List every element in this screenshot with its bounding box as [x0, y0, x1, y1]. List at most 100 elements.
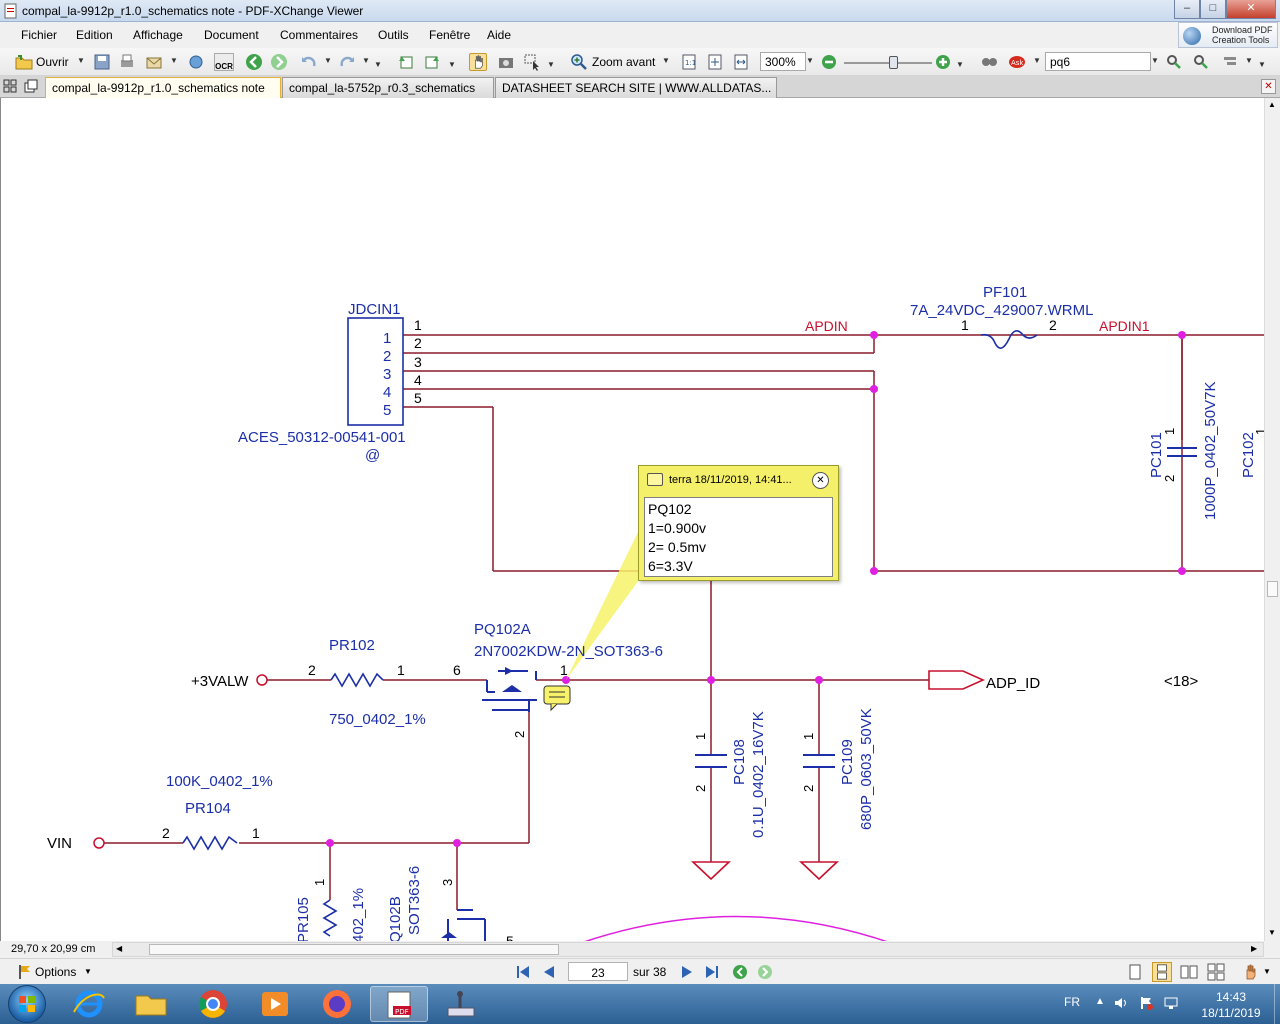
zoom-slider-track[interactable]	[844, 62, 932, 64]
zoom-level-dropdown-arrow[interactable]: ▼	[806, 56, 814, 65]
vertical-scrollbar[interactable]: ▲ ▼	[1264, 98, 1280, 941]
options-flag-icon[interactable]	[17, 964, 31, 980]
note-icon[interactable]	[543, 685, 571, 712]
options-button[interactable]: Options	[35, 965, 77, 979]
print-icon[interactable]	[118, 53, 136, 71]
select-dropdown-arrow[interactable]: ▼	[547, 60, 555, 69]
find-tool-icon[interactable]	[980, 53, 998, 71]
action-center-flag-icon[interactable]	[1138, 995, 1154, 1011]
maximize-button[interactable]: □	[1200, 0, 1226, 19]
select-text-icon[interactable]	[523, 53, 541, 71]
search-dropdown-arrow[interactable]: ▼	[1151, 56, 1159, 65]
open-dropdown-arrow[interactable]: ▼	[77, 56, 85, 65]
zoom-in-icon[interactable]	[570, 53, 588, 71]
redo-icon[interactable]	[338, 53, 356, 71]
fit-width-icon[interactable]	[732, 53, 750, 71]
back-icon[interactable]	[245, 53, 263, 71]
undo-icon[interactable]	[300, 53, 318, 71]
options-dropdown-arrow[interactable]: ▼	[84, 967, 92, 976]
show-desktop-button[interactable]	[1274, 984, 1280, 1024]
scroll-right-arrow[interactable]: ▶	[1251, 944, 1258, 953]
zoom-dropdown-arrow[interactable]: ▼	[662, 56, 670, 65]
taskbar-file-explorer[interactable]	[122, 986, 180, 1022]
clock-date[interactable]: 18/11/2019	[1201, 1006, 1261, 1020]
menu-document[interactable]: Document	[204, 28, 259, 42]
scroll-left-arrow[interactable]: ◀	[116, 944, 123, 953]
actual-size-icon[interactable]: 1:1	[680, 53, 698, 71]
show-hidden-icons-icon[interactable]: ▲	[1095, 996, 1105, 1007]
tab-datasheet-search[interactable]: DATASHEET SEARCH SITE | WWW.ALLDATAS...	[495, 77, 777, 98]
previous-page-icon[interactable]	[541, 964, 557, 980]
taskbar-scanner-app[interactable]	[432, 986, 490, 1022]
find-previous-icon[interactable]	[1165, 53, 1183, 71]
vertical-scroll-thumb[interactable]	[1267, 581, 1278, 597]
taskbar-internet-explorer[interactable]	[60, 986, 118, 1022]
scroll-up-arrow[interactable]: ▲	[1268, 100, 1276, 109]
menu-fenetre[interactable]: Fenêtre	[429, 28, 471, 42]
email-dropdown-arrow[interactable]: ▼	[170, 56, 178, 65]
toolbar-overflow-arrow[interactable]: ▼	[1258, 60, 1266, 69]
fit-page-icon[interactable]	[706, 53, 724, 71]
volume-icon[interactable]	[1113, 995, 1129, 1011]
page-number-input[interactable]	[568, 962, 628, 981]
comment-popup[interactable]: terra 18/11/2019, 14:41... ✕ PQ102 1=0.9…	[638, 465, 839, 581]
zoom-options-dropdown-arrow[interactable]: ▼	[956, 60, 964, 69]
customize-dropdown-arrow[interactable]: ▼	[1245, 56, 1253, 65]
comment-close-icon[interactable]: ✕	[812, 472, 829, 489]
rotate-right-icon[interactable]	[423, 53, 441, 71]
horizontal-scroll-thumb[interactable]	[149, 944, 559, 955]
comment-popup-header[interactable]: terra 18/11/2019, 14:41... ✕	[639, 466, 838, 494]
undo-dropdown-arrow[interactable]: ▼	[324, 56, 332, 65]
back-view-icon[interactable]	[732, 964, 748, 980]
menu-edition[interactable]: Edition	[76, 28, 113, 42]
rotate-left-icon[interactable]	[397, 53, 415, 71]
menu-commentaires[interactable]: Commentaires	[280, 28, 359, 42]
comment-text-area[interactable]: PQ102 1=0.900v 2= 0.5mv 6=3.3V	[644, 497, 833, 577]
customize-toolbar-icon[interactable]	[1221, 53, 1239, 71]
start-button[interactable]	[8, 985, 46, 1023]
adobe-search-icon[interactable]: Ask	[1008, 53, 1026, 71]
clock-time[interactable]: 14:43	[1215, 990, 1247, 1004]
open-folder-icon[interactable]	[15, 53, 33, 71]
zoom-level-input[interactable]	[760, 52, 806, 71]
snapshot-icon[interactable]	[187, 53, 205, 71]
close-tab-icon[interactable]: ✕	[1261, 79, 1276, 94]
forward-icon[interactable]	[270, 53, 288, 71]
menu-affichage[interactable]: Affichage	[133, 28, 183, 42]
menu-outils[interactable]: Outils	[378, 28, 409, 42]
rotate-dropdown-arrow[interactable]: ▼	[448, 60, 456, 69]
document-view[interactable]: JDCIN1 1 2 3 4 5 ACES_50312-00541-001 @ …	[0, 98, 1268, 949]
taskbar-firefox[interactable]	[308, 986, 366, 1022]
redo-dropdown-arrow[interactable]: ▼	[362, 56, 370, 65]
tab-compal-la-9912p[interactable]: compal_la-9912p_r1.0_schematics note	[45, 77, 281, 98]
hand-pointer-icon[interactable]	[1242, 963, 1260, 981]
ocr-button[interactable]: OCR	[214, 53, 234, 71]
taskbar-media-player[interactable]	[246, 986, 304, 1022]
view-dropdown-arrow[interactable]: ▼	[1263, 967, 1271, 976]
hand-tool-icon[interactable]	[469, 53, 487, 71]
first-page-icon[interactable]	[515, 964, 531, 980]
download-pdf-tools-button[interactable]: Download PDF Creation Tools	[1178, 22, 1278, 48]
single-page-view-icon[interactable]	[1127, 963, 1143, 981]
tab-compal-la-5752p[interactable]: compal_la-5752p_r0.3_schematics	[282, 77, 494, 98]
close-button[interactable]: ✕	[1226, 0, 1276, 19]
zoom-slider-thumb[interactable]	[889, 56, 898, 69]
zoom-out-circle-icon[interactable]	[820, 53, 838, 71]
email-icon[interactable]	[145, 53, 163, 71]
tab-cascade-icon[interactable]	[24, 79, 39, 94]
menu-aide[interactable]: Aide	[487, 28, 512, 42]
search-provider-dropdown-arrow[interactable]: ▼	[1033, 56, 1041, 65]
last-page-icon[interactable]	[704, 964, 720, 980]
continuous-view-icon[interactable]	[1152, 962, 1172, 982]
continuous-facing-view-icon[interactable]	[1207, 963, 1225, 981]
minimize-button[interactable]: –	[1174, 0, 1200, 19]
next-page-icon[interactable]	[679, 964, 695, 980]
network-icon[interactable]	[1163, 995, 1179, 1011]
menu-fichier[interactable]: Fichier	[21, 28, 58, 42]
more-dropdown-arrow[interactable]: ▼	[374, 60, 382, 69]
facing-view-icon[interactable]	[1180, 963, 1198, 981]
scroll-down-arrow[interactable]: ▼	[1268, 928, 1276, 937]
taskbar-chrome[interactable]	[184, 986, 242, 1022]
input-language-indicator[interactable]: FR	[1064, 995, 1080, 1009]
snapshot-tool-icon[interactable]	[497, 53, 515, 71]
